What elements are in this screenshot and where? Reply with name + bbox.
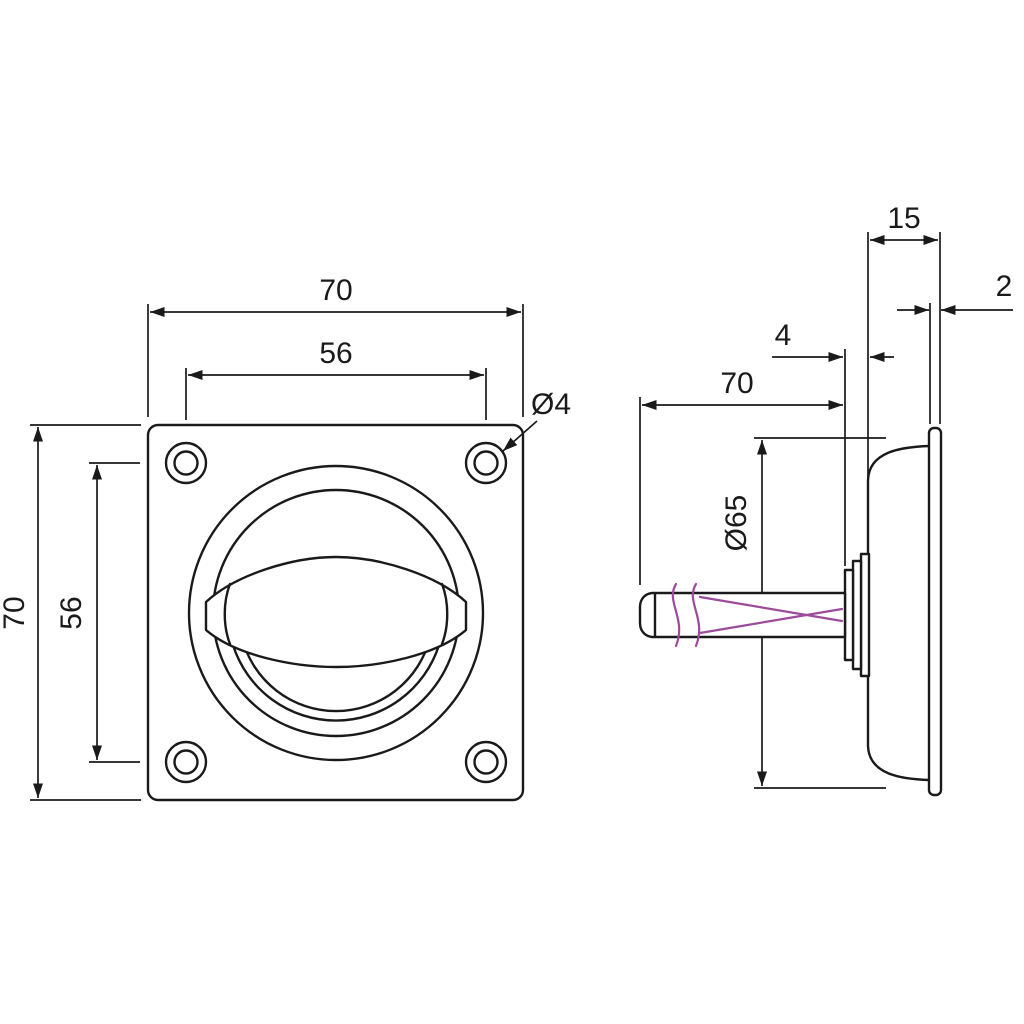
handle-knuckle-right [440,582,449,646]
spindle [638,591,847,639]
screw-hole-bottom-left [164,740,208,784]
dimension-plate-thickness: 2 [897,270,1013,424]
handle-knuckle-left [223,582,232,646]
dim-label-cup-diameter: Ø65 [720,495,753,552]
dim-label-collar-projection: 4 [775,319,792,352]
screw-hole-inner [473,450,499,476]
extension-lines [147,304,524,417]
side-view: Ø65 15 2 [638,202,1013,797]
dim-label-plate-thickness: 2 [996,270,1013,303]
dim-label-front-width: 70 [319,274,352,307]
dimension-front-width: 70 [147,274,524,417]
dim-label-front-height: 70 [0,596,31,629]
cup-bowl-profile [866,444,931,782]
screw-hole-bottom-right [464,740,508,784]
handle-lever [204,555,468,669]
dimension-hole-spacing-horizontal: 56 [185,337,487,420]
dimension-hole-diameter: Ø4 [502,388,571,452]
front-view: 70 56 Ø4 70 56 [0,274,571,802]
extension-lines [30,424,141,801]
dimension-spindle-length: 70 [639,367,843,585]
dim-label-hole-spacing-v: 56 [55,596,88,629]
break-diagonal-up [698,607,844,635]
cup-bottom-arc-outer [231,643,441,722]
extension-lines [754,437,886,789]
extension-lines [185,368,487,420]
screw-hole-inner [473,749,499,775]
leader-line [502,420,538,452]
dim-label-spindle-length: 70 [720,367,753,400]
spindle-break-marks [671,582,844,648]
break-curve-right [691,582,701,648]
side-plate-edge [927,426,943,797]
collar-step-front [843,568,855,662]
cup-bottom-arc-inner [240,636,432,713]
screw-hole-inner [173,749,199,775]
screw-hole-top-left [164,441,208,485]
dimension-cup-diameter: Ø65 [720,437,886,789]
extension-lines [89,462,140,763]
screw-hole-inner [173,450,199,476]
dim-label-cup-depth: 15 [887,202,920,235]
dim-label-hole-spacing-h: 56 [319,337,352,370]
side-dimensions-under: Ø65 [720,232,886,789]
dimension-hole-spacing-vertical: 56 [55,462,140,763]
break-curve-left [671,582,681,648]
dimension-cup-depth: 15 [870,202,941,424]
screw-hole-top-right [464,441,508,485]
dim-label-hole-diameter: Ø4 [531,388,571,421]
break-diagonal-down [698,595,844,623]
dimension-front-height: 70 [0,424,141,801]
dimension-collar-projection: 4 [772,319,894,566]
